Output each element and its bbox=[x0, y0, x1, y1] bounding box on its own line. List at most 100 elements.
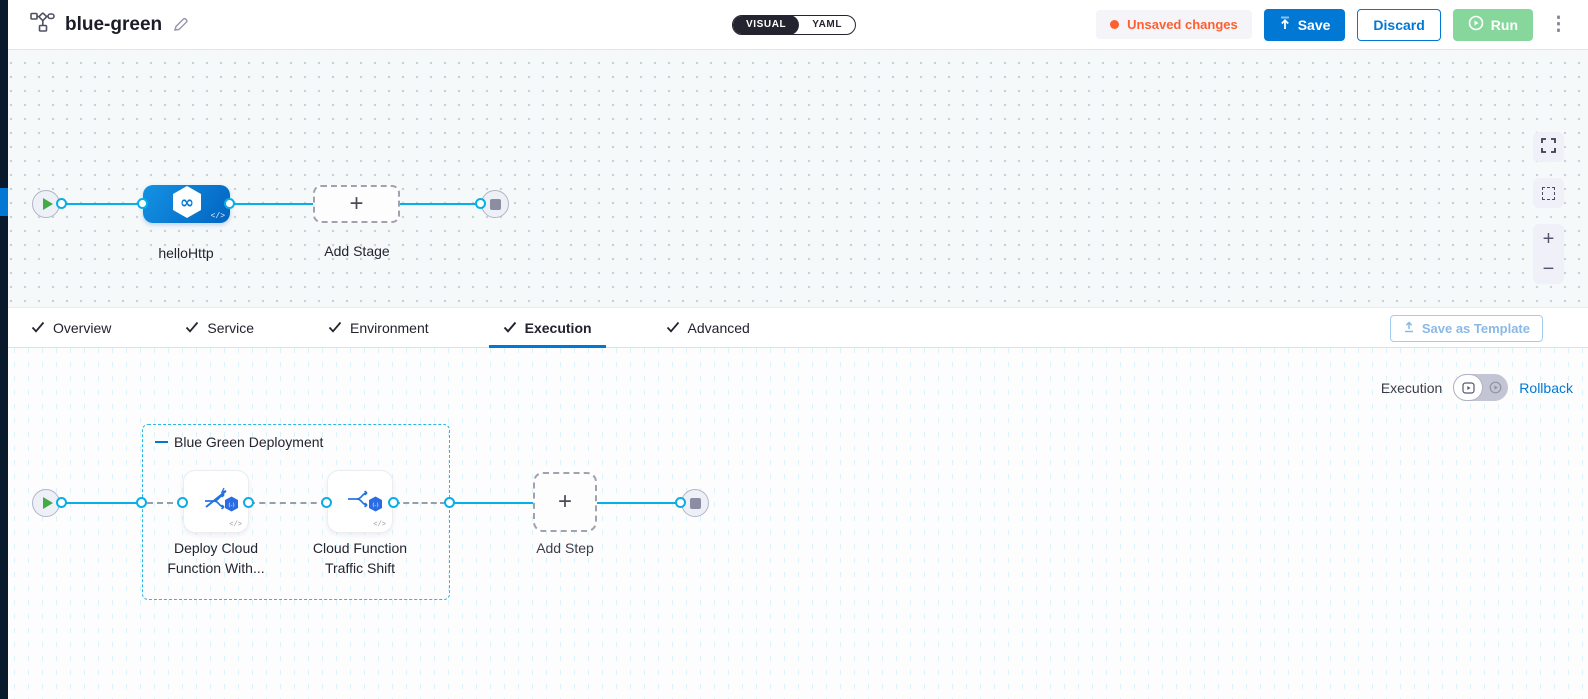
check-icon bbox=[328, 320, 342, 336]
save-as-template-label: Save as Template bbox=[1421, 321, 1530, 336]
cloud-function-badge-icon: (-) bbox=[224, 496, 239, 517]
add-stage-button[interactable]: + bbox=[313, 185, 400, 223]
step-card-deploy-cloud-function[interactable]: (-) </> bbox=[183, 470, 249, 533]
step-label-line: Cloud Function bbox=[312, 540, 408, 556]
tab-label: Execution bbox=[524, 319, 592, 336]
run-button-label: Run bbox=[1490, 16, 1518, 33]
step-label: Cloud Function Traffic Shift bbox=[292, 538, 428, 578]
step-label-line: Function With... bbox=[167, 560, 265, 576]
save-button[interactable]: Save bbox=[1263, 8, 1346, 41]
stage-label: helloHttp bbox=[158, 245, 214, 261]
svg-text:(-): (-) bbox=[228, 502, 234, 508]
deployment-stage-icon: ∞ bbox=[170, 184, 204, 225]
connector-port bbox=[388, 497, 399, 508]
connector-port bbox=[137, 198, 148, 209]
check-icon bbox=[31, 320, 45, 336]
check-icon bbox=[666, 320, 680, 336]
connector-port bbox=[56, 198, 67, 209]
visual-toggle-button[interactable]: VISUAL bbox=[732, 15, 800, 34]
traffic-shift-icon bbox=[344, 485, 376, 518]
connector-port bbox=[56, 497, 67, 508]
step-group-title: Blue Green Deployment bbox=[174, 434, 324, 450]
marquee-select-icon bbox=[1542, 186, 1555, 200]
execution-canvas[interactable]: Execution Rollback bbox=[0, 348, 1588, 699]
tab-advanced[interactable]: Advanced bbox=[652, 308, 764, 347]
code-icon: </> bbox=[373, 521, 386, 529]
svg-text:∞: ∞ bbox=[179, 193, 193, 213]
pipeline-icon bbox=[30, 11, 55, 38]
add-step-label: Add Step bbox=[536, 540, 594, 556]
plus-icon: + bbox=[349, 190, 364, 217]
execution-rollback-toggle[interactable] bbox=[1453, 374, 1509, 401]
edit-title-button[interactable] bbox=[172, 16, 189, 33]
deploy-cloud-function-icon bbox=[200, 485, 232, 518]
start-play-icon bbox=[42, 497, 53, 509]
connector-line bbox=[597, 502, 681, 504]
step-group-header[interactable]: Blue Green Deployment bbox=[155, 434, 323, 450]
execution-toggle-icon[interactable] bbox=[1453, 374, 1484, 401]
connector-port bbox=[177, 497, 188, 508]
unsaved-dot-icon bbox=[1110, 20, 1120, 29]
marquee-select-button[interactable] bbox=[1533, 178, 1564, 208]
save-upload-icon bbox=[1279, 16, 1291, 33]
zoom-controls: + − bbox=[1533, 224, 1564, 284]
tab-label: Environment bbox=[350, 319, 429, 336]
zoom-out-button[interactable]: − bbox=[1533, 254, 1564, 284]
step-label-line: Traffic Shift bbox=[324, 560, 396, 576]
zoom-out-icon: − bbox=[1542, 258, 1555, 280]
step-label-line: Deploy Cloud bbox=[173, 540, 259, 556]
stage-card-hellohttp[interactable]: ∞ </> bbox=[143, 185, 230, 223]
save-as-template-button[interactable]: Save as Template bbox=[1389, 315, 1543, 342]
page-title: blue-green bbox=[65, 13, 163, 35]
tab-execution[interactable]: Execution bbox=[488, 308, 606, 348]
cloud-function-badge-icon: (-) bbox=[368, 496, 383, 517]
dashed-connector bbox=[249, 502, 327, 504]
step-label: Deploy Cloud Function With... bbox=[146, 538, 286, 578]
zoom-in-button[interactable]: + bbox=[1533, 224, 1564, 254]
run-button[interactable]: Run bbox=[1452, 8, 1533, 41]
more-options-icon[interactable]: ⋮ bbox=[1545, 15, 1572, 34]
active-stage-indicator bbox=[0, 188, 8, 216]
add-step-button[interactable]: + bbox=[533, 472, 597, 532]
svg-text:(-): (-) bbox=[372, 502, 378, 508]
stage-config-tabbar: Overview Service Environment Execution A… bbox=[0, 307, 1588, 348]
stage-canvas[interactable]: ∞ </> + helloHttp Add Stage + bbox=[0, 50, 1588, 307]
start-play-icon bbox=[42, 198, 53, 210]
connector-line bbox=[230, 203, 313, 205]
tab-environment[interactable]: Environment bbox=[314, 308, 443, 347]
zoom-in-icon: + bbox=[1542, 228, 1555, 250]
step-card-traffic-shift[interactable]: (-) </> bbox=[327, 470, 393, 533]
check-icon bbox=[503, 320, 517, 336]
tab-service[interactable]: Service bbox=[171, 308, 268, 347]
fullscreen-button[interactable] bbox=[1533, 132, 1564, 162]
unsaved-changes-label: Unsaved changes bbox=[1127, 17, 1238, 32]
rollback-link[interactable]: Rollback bbox=[1519, 379, 1573, 396]
tab-label: Advanced bbox=[687, 319, 750, 336]
discard-button[interactable]: Discard bbox=[1357, 8, 1441, 41]
connector-port bbox=[224, 198, 235, 209]
connector-port bbox=[444, 497, 455, 508]
connector-line bbox=[46, 502, 142, 504]
dashed-connector bbox=[394, 502, 446, 504]
unsaved-changes-badge: Unsaved changes bbox=[1096, 10, 1252, 39]
collapse-icon[interactable] bbox=[155, 441, 168, 443]
stop-icon bbox=[689, 497, 701, 509]
run-play-icon bbox=[1468, 15, 1484, 34]
step-group-blue-green[interactable]: Blue Green Deployment bbox=[142, 424, 450, 600]
fullscreen-icon bbox=[1541, 138, 1556, 156]
rollback-toggle-icon[interactable] bbox=[1483, 381, 1508, 394]
canvas-controls: + − bbox=[1533, 132, 1564, 284]
connector-port bbox=[475, 198, 486, 209]
connector-line bbox=[400, 203, 481, 205]
code-icon: </> bbox=[229, 521, 242, 529]
tab-overview[interactable]: Overview bbox=[17, 308, 125, 347]
visual-yaml-toggle: VISUAL YAML bbox=[731, 14, 857, 35]
add-stage-label: Add Stage bbox=[324, 243, 390, 259]
code-icon: </> bbox=[210, 212, 225, 221]
dashed-connector bbox=[147, 502, 183, 504]
connector-port bbox=[243, 497, 254, 508]
yaml-toggle-button[interactable]: YAML bbox=[812, 19, 843, 30]
check-icon bbox=[185, 320, 199, 336]
connector-port bbox=[321, 497, 332, 508]
tab-label: Service bbox=[207, 319, 255, 336]
